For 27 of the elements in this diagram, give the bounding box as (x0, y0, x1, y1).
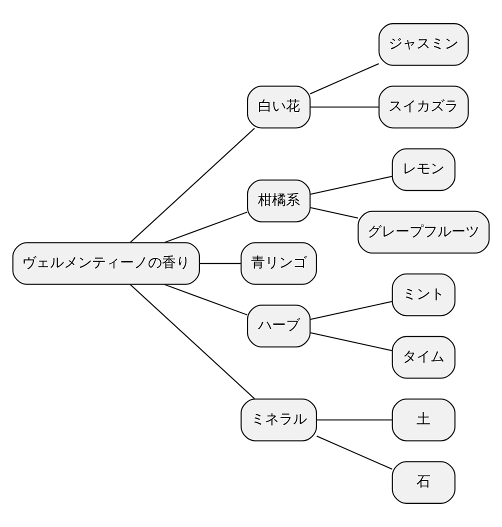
node-box: ミネラル (240, 398, 318, 442)
node-box: ミント (392, 273, 456, 316)
connector (310, 332, 392, 352)
node-box: 青リンゴ (240, 242, 318, 285)
connector (130, 284, 255, 400)
node-box: 柑橘系 (246, 179, 311, 222)
node-box: タイム (392, 336, 456, 379)
connector (199, 262, 242, 264)
connector (316, 436, 392, 470)
node-box: ジャスミン (378, 23, 469, 66)
node-box: スイカズラ (378, 86, 469, 128)
node-box: グレープフルーツ (358, 210, 490, 254)
node-box: 白い花 (246, 86, 311, 128)
node-box: 土 (392, 398, 456, 442)
connector (130, 128, 255, 243)
node-box: レモン (392, 148, 456, 192)
connector (310, 63, 380, 94)
connector (164, 212, 248, 244)
connector (316, 419, 392, 421)
connector (310, 300, 392, 320)
connector (310, 176, 392, 195)
connector (164, 284, 248, 316)
connector (310, 106, 379, 108)
node-box: ヴェルメンティーノの香り (12, 242, 200, 285)
node-box: 石 (392, 461, 456, 504)
node-box: ハーブ (246, 304, 311, 348)
connector (310, 207, 358, 219)
